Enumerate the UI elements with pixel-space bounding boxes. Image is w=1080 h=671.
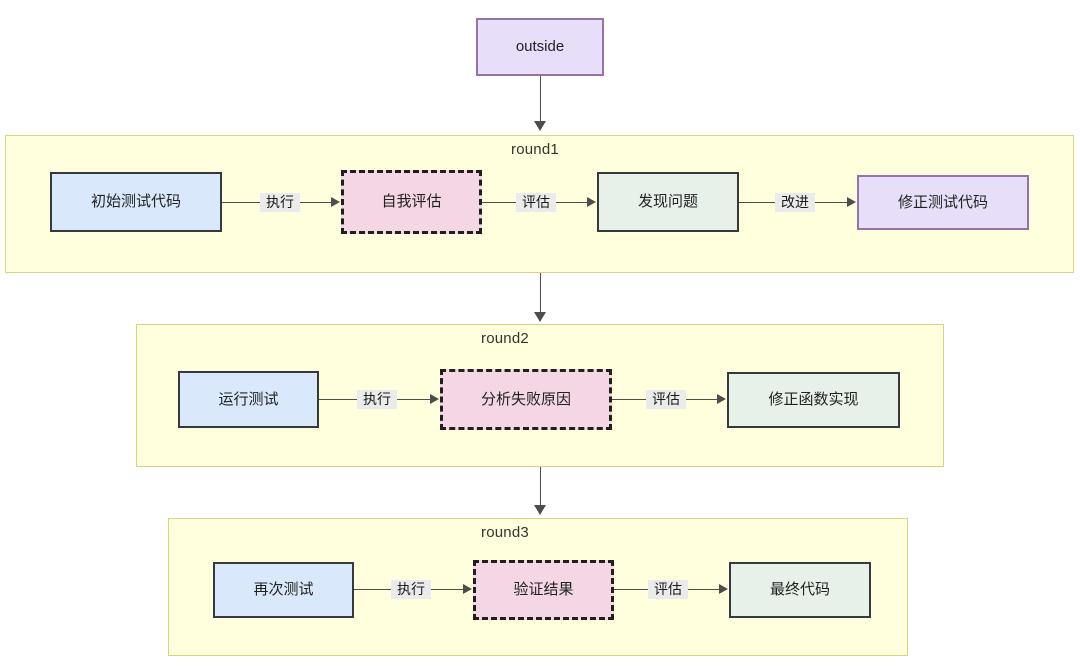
- node-yunxing-ceshi[interactable]: 运行测试: [178, 371, 319, 428]
- node-xiuzheng-hanshu-shixian[interactable]: 修正函数实现: [727, 372, 900, 428]
- node-fenxi-shibai-yuanyin[interactable]: 分析失败原因: [440, 369, 612, 430]
- edge-outside-to-round1-arrowhead: [534, 121, 546, 131]
- node-yanzheng-jieguo-label: 验证结果: [513, 581, 574, 598]
- node-xiuzheng-ceshi-daima[interactable]: 修正测试代码: [857, 175, 1029, 230]
- node-chushi-ceshi-daima-label: 初始测试代码: [90, 193, 181, 210]
- node-outside[interactable]: outside: [476, 18, 604, 76]
- node-fenxi-shibai-yuanyin-label: 分析失败原因: [480, 390, 571, 408]
- edge-r3-e1-arrowhead: [463, 584, 472, 594]
- node-yunxing-ceshi-label: 运行测试: [218, 390, 279, 408]
- edge-r2-e1-arrowhead: [430, 394, 439, 404]
- edge-r1-e1-label: 执行: [260, 193, 300, 212]
- node-ziwo-pinggu[interactable]: 自我评估: [341, 170, 482, 234]
- edge-r2-e2-arrowhead: [717, 394, 726, 404]
- edge-outside-to-round1-line: [540, 76, 541, 122]
- node-chushi-ceshi-daima[interactable]: 初始测试代码: [50, 172, 222, 232]
- edge-r1-e1-arrowhead: [331, 197, 340, 207]
- edge-round1-to-round2-line: [540, 273, 541, 318]
- edge-r1-e3-label: 改进: [775, 193, 815, 212]
- edge-round1-to-round2-arrowhead: [534, 312, 546, 322]
- edge-round2-to-round3-arrowhead: [534, 505, 546, 515]
- subgraph-round2-title: round2: [481, 330, 529, 347]
- node-zuizhong-daima-label: 最终代码: [769, 581, 830, 598]
- node-zuizhong-daima[interactable]: 最终代码: [729, 562, 871, 618]
- edge-r3-e2-arrowhead: [719, 584, 728, 594]
- node-outside-label: outside: [515, 38, 565, 55]
- edge-r2-e2-label: 评估: [646, 390, 686, 409]
- edge-r3-e1-label: 执行: [391, 580, 431, 599]
- node-faxian-wenti-label: 发现问题: [637, 193, 698, 210]
- subgraph-round1-title: round1: [511, 141, 559, 158]
- node-faxian-wenti[interactable]: 发现问题: [597, 172, 739, 232]
- node-xiuzheng-ceshi-daima-label: 修正测试代码: [897, 193, 988, 211]
- node-xiuzheng-hanshu-shixian-label: 修正函数实现: [768, 391, 859, 408]
- edge-r1-e2-label: 评估: [516, 193, 556, 212]
- subgraph-round3-title: round3: [481, 524, 529, 541]
- edge-round2-to-round3-line: [540, 467, 541, 509]
- edge-r3-e2-label: 评估: [648, 580, 688, 599]
- edge-r2-e1-label: 执行: [357, 390, 397, 409]
- node-zaici-ceshi-label: 再次测试: [253, 581, 314, 598]
- node-ziwo-pinggu-label: 自我评估: [381, 193, 442, 210]
- edge-r1-e2-arrowhead: [587, 197, 596, 207]
- node-yanzheng-jieguo[interactable]: 验证结果: [473, 560, 614, 620]
- edge-r1-e3-arrowhead: [847, 197, 856, 207]
- node-zaici-ceshi[interactable]: 再次测试: [213, 562, 354, 618]
